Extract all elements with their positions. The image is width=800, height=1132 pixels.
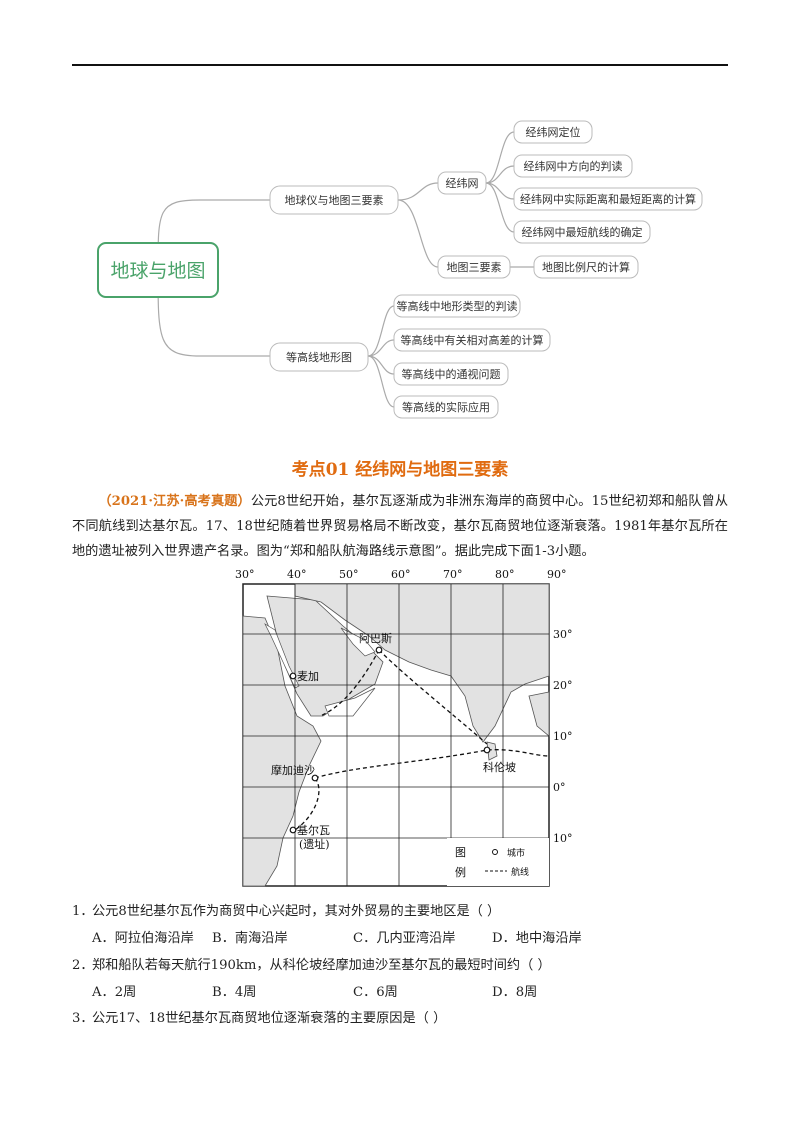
leaf-node — [533, 255, 639, 279]
section-title: 考点01 经纬网与地图三要素 — [291, 460, 509, 480]
leaf-node — [513, 187, 703, 211]
option-c[interactable]: C．6周 — [353, 985, 398, 1000]
option-b[interactable]: B．4周 — [212, 985, 257, 1000]
question-number: 3． — [72, 1011, 94, 1026]
branch-label: 等高线地形图 — [286, 350, 352, 364]
leaf-label: 等高线的实际应用 — [402, 400, 490, 414]
place-label: 基尔瓦 — [297, 824, 330, 837]
latitude-label: 10° — [553, 832, 573, 845]
place-label: 阿巴斯 — [359, 632, 392, 645]
question-3: 3．公元17、18世纪基尔瓦商贸地位逐渐衰落的主要原因是（ ） — [72, 1007, 447, 1026]
question-number: 2． — [72, 958, 94, 973]
sub-node — [437, 255, 511, 279]
longitude-label: 40° — [287, 568, 307, 581]
legend-city-icon — [492, 849, 498, 855]
leaf-label: 地图比例尺的计算 — [542, 260, 630, 274]
sub-label: 经纬网 — [446, 177, 479, 190]
leaf-node — [513, 220, 651, 244]
mind-map: 地球与地图 地球仪与地图三要素 经纬网 经纬网定位 经纬网中方向的判读 经纬网中… — [97, 120, 703, 419]
place-label: 摩加迪沙 — [271, 763, 315, 777]
legend-title: 例 — [455, 865, 466, 879]
option-b[interactable]: B．南海沿岸 — [212, 931, 288, 946]
sub-node — [437, 171, 487, 195]
longitude-label: 50° — [339, 568, 359, 581]
leaf-label: 等高线中的通视问题 — [402, 367, 501, 381]
longitude-label: 70° — [443, 568, 463, 581]
longitude-label: 80° — [495, 568, 515, 581]
latitude-label: 20° — [553, 679, 573, 692]
leaf-label: 等高线中有关相对高差的计算 — [401, 333, 544, 347]
root-node — [97, 242, 219, 298]
leaf-node — [393, 294, 521, 318]
sub-label: 地图三要素 — [447, 261, 502, 274]
longitude-label: 90° — [547, 568, 567, 581]
legend-route: 航线 — [511, 866, 529, 878]
legend-box — [447, 838, 549, 886]
branch-node — [269, 342, 369, 372]
intro-text: 公元8世纪开始，基尔瓦逐渐成为非洲东海岸的商贸中心。15世纪初郑和船队曾从不同航… — [72, 494, 729, 559]
legend-title: 图 — [455, 846, 466, 859]
leaf-label: 等高线中地形类型的判读 — [397, 299, 518, 313]
question-text: 公元17、18世纪基尔瓦商贸地位逐渐衰落的主要原因是（ ） — [92, 1011, 447, 1026]
question-text: 郑和船队若每天航行190km，从科伦坡经摩加迪沙至基尔瓦的最短时间约（ ） — [92, 958, 551, 973]
city-markers — [289, 646, 491, 834]
leaf-node — [393, 328, 551, 352]
leaf-node — [513, 120, 593, 144]
question-text: 公元8世纪基尔瓦作为商贸中心兴起时，其对外贸易的主要地区是（ ） — [92, 904, 501, 919]
leaf-label: 经纬网中最短航线的确定 — [522, 225, 643, 239]
route-map: 30° 40° 50° 60° 70° 80° 90° 30° — [235, 568, 573, 887]
branch-node — [269, 185, 399, 215]
leaf-node — [393, 395, 499, 419]
longitude-label: 60° — [391, 568, 411, 581]
longitude-label: 30° — [235, 568, 255, 581]
option-a[interactable]: A．2周 — [92, 985, 137, 1000]
latitude-label: 10° — [553, 730, 573, 743]
leaf-node — [393, 362, 509, 386]
question-1: 1．公元8世纪基尔瓦作为商贸中心兴起时，其对外贸易的主要地区是（ ） — [72, 900, 501, 919]
place-label: 科伦坡 — [483, 760, 516, 774]
graticule — [243, 584, 549, 886]
header-rule — [72, 64, 728, 66]
leaf-label: 经纬网中实际距离和最短距离的计算 — [520, 192, 696, 206]
intro-paragraph: （2021·江苏·高考真题）公元8世纪开始，基尔瓦逐渐成为非洲东海岸的商贸中心。… — [72, 489, 728, 564]
option-d[interactable]: D．8周 — [492, 985, 538, 1000]
root-label: 地球与地图 — [110, 260, 205, 282]
leaf-label: 经纬网定位 — [526, 125, 581, 139]
source-tag: （2021·江苏·高考真题） — [98, 494, 251, 509]
leaf-label: 经纬网中方向的判读 — [524, 159, 623, 173]
latitude-label: 30° — [553, 628, 573, 641]
leaf-node — [513, 154, 633, 178]
branch-label: 地球仪与地图三要素 — [285, 193, 384, 207]
option-a[interactable]: A．阿拉伯海沿岸 — [92, 931, 194, 946]
option-c[interactable]: C．几内亚湾沿岸 — [353, 931, 456, 946]
question-2: 2．郑和船队若每天航行190km，从科伦坡经摩加迪沙至基尔瓦的最短时间约（ ） — [72, 954, 551, 973]
place-label: (遗址) — [299, 837, 330, 851]
question-number: 1． — [72, 904, 94, 919]
legend-city: 城市 — [507, 847, 525, 859]
route-lines — [294, 649, 550, 831]
option-d[interactable]: D．地中海沿岸 — [492, 931, 582, 946]
place-label: 麦加 — [297, 670, 319, 683]
latitude-label: 0° — [553, 781, 566, 794]
